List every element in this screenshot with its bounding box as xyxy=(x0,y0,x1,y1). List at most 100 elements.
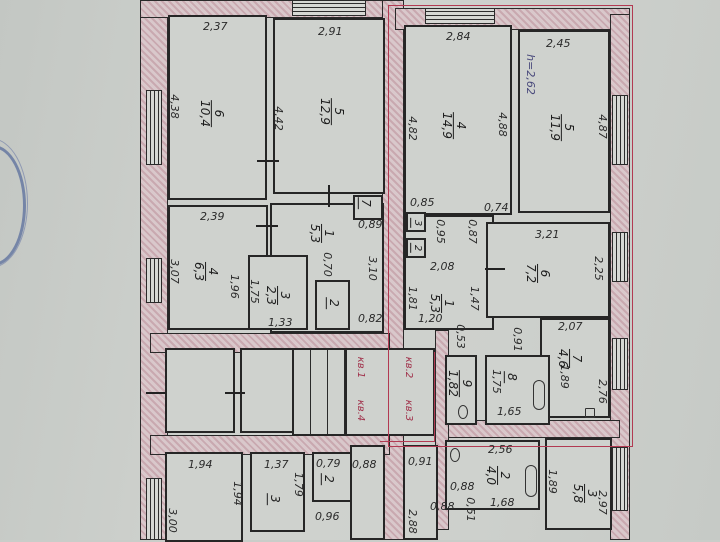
dim: 0,96 xyxy=(315,510,340,523)
room-area: 5,3 xyxy=(428,293,443,314)
room-2-left xyxy=(315,280,350,330)
dim: 1,33 xyxy=(268,316,293,329)
dim: 0,91 xyxy=(408,455,433,468)
ceiling-height-label: h=2,62 xyxy=(523,54,537,95)
room-landing-left xyxy=(165,348,235,433)
room-3-left xyxy=(248,255,308,330)
apartment-boundary xyxy=(388,5,633,447)
dim: 0,88 xyxy=(450,480,475,493)
dim: 2,97 xyxy=(595,490,609,515)
dim: 3,07 xyxy=(167,259,181,284)
dim: 2,76 xyxy=(595,379,609,404)
room-area: 4,6 xyxy=(556,348,571,369)
dim: 1,81 xyxy=(405,286,419,311)
room-area: 2,3 xyxy=(264,285,279,306)
dim: 0,82 xyxy=(358,312,383,325)
room-number: 3 xyxy=(410,217,425,229)
dim: 3,00 xyxy=(165,508,179,533)
room-number: 6 xyxy=(210,100,226,127)
dim: 1,89 xyxy=(545,469,559,494)
dim: 4,38 xyxy=(167,94,181,119)
dim: 0,85 xyxy=(410,196,435,209)
room-6-right xyxy=(486,222,610,318)
room-number: 2 xyxy=(410,242,425,254)
dim: 2,91 xyxy=(318,25,343,38)
dim: 4,82 xyxy=(405,116,419,141)
room-number: 1 xyxy=(321,223,336,244)
window xyxy=(146,258,162,303)
dim: 2,07 xyxy=(558,320,583,333)
window xyxy=(612,338,628,390)
room-label: 2 xyxy=(325,297,341,309)
dim: 2,39 xyxy=(200,210,225,223)
dim: 0,74 xyxy=(484,201,509,214)
room-area: 5,3 xyxy=(308,223,323,244)
room-area: 12,9 xyxy=(317,98,332,125)
room-7-left xyxy=(353,195,383,220)
window xyxy=(612,232,628,282)
room-number: 2 xyxy=(497,465,512,486)
dim: 0,88 xyxy=(352,458,377,471)
room-area: 14,9 xyxy=(439,112,454,139)
door-tick xyxy=(328,185,330,207)
dim: 0,53 xyxy=(453,324,467,349)
dim: 0,91 xyxy=(510,327,524,352)
window xyxy=(146,478,162,540)
dim: 2,88 xyxy=(405,509,419,534)
room-area: 7,2 xyxy=(524,263,539,284)
toilet-icon xyxy=(458,405,468,419)
dim: 0,70 xyxy=(320,252,334,277)
room-3-right xyxy=(406,212,426,232)
dim: 2,84 xyxy=(446,30,471,43)
bathtub-icon xyxy=(533,380,545,410)
apartment-label-4: кв.4 xyxy=(355,399,367,422)
apartment-boundary-stair xyxy=(380,352,435,442)
dim: 0,95 xyxy=(433,219,447,244)
door-tick xyxy=(256,225,278,227)
room-2-right xyxy=(406,238,426,258)
room-8-right xyxy=(485,355,550,425)
room-number: 2 xyxy=(320,473,336,485)
dim: 0,88 xyxy=(430,500,455,513)
staircase xyxy=(292,348,350,436)
window xyxy=(612,95,628,165)
dim: 3,10 xyxy=(365,256,379,281)
door-tick xyxy=(225,392,245,394)
dim: 4,87 xyxy=(595,114,609,139)
dim: 2,45 xyxy=(546,37,571,50)
dim: 1,75 xyxy=(489,369,503,394)
room-area: 11,9 xyxy=(547,114,562,141)
window xyxy=(292,0,366,16)
dim: 0,87 xyxy=(465,219,479,244)
room-number: 7 xyxy=(357,197,373,209)
apartment-label-2: кв.2 xyxy=(403,356,415,379)
dim: 1,79 xyxy=(291,472,305,497)
window xyxy=(612,447,628,511)
room-number: 5 xyxy=(560,114,576,141)
room-label: 3 xyxy=(266,493,282,505)
room-area: 1,82 xyxy=(445,370,460,397)
room-number: 5 xyxy=(330,98,346,125)
door-tick xyxy=(485,268,505,270)
dim: 2,25 xyxy=(591,256,605,281)
dim: 2,37 xyxy=(203,20,228,33)
room-area: 5,8 xyxy=(571,483,586,504)
room-label: 3 xyxy=(410,217,425,229)
stair-landing xyxy=(345,348,435,436)
room-bottom-left xyxy=(165,452,243,542)
room-label: 2 xyxy=(410,242,425,254)
door-tick xyxy=(257,160,279,162)
room-number: 3 xyxy=(277,285,292,306)
dim: 1,65 xyxy=(497,405,522,418)
room-5-top-left xyxy=(273,18,385,194)
bathtub-icon xyxy=(525,465,537,497)
dim: 1,68 xyxy=(490,496,515,509)
